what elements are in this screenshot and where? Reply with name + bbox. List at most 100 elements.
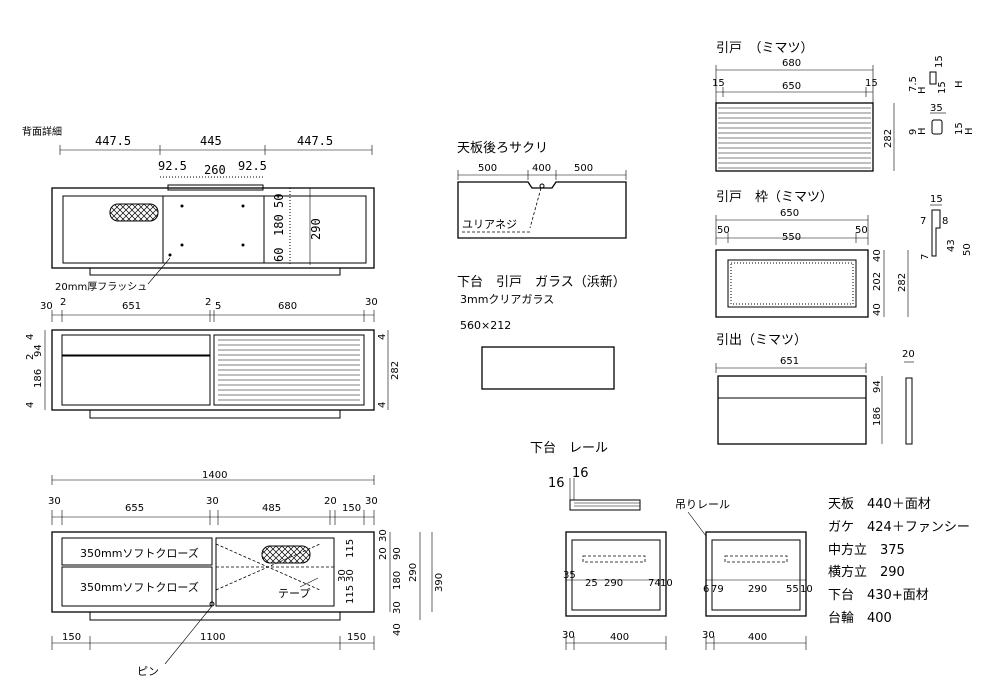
df-dim-8: 282: [897, 273, 908, 292]
plan-r-5: 115: [345, 539, 356, 558]
rail-r-5: 10: [800, 584, 813, 595]
front-r-2: 282: [390, 361, 401, 380]
front-r-3: 4: [377, 402, 388, 408]
sd-dim-2: 15: [712, 78, 725, 89]
sd-prof-5: 9: [908, 129, 919, 135]
rail-l-5: 10: [660, 578, 673, 589]
back-dim-3: 447.5: [297, 134, 333, 148]
plan-r-3: 90: [392, 547, 403, 560]
rail-r-1: 6: [703, 584, 709, 595]
sd-prof-2: 7.5: [908, 76, 919, 92]
plan-total: 1400: [202, 470, 227, 481]
front-l-3: 94: [33, 344, 44, 357]
back-r-4: 290: [309, 218, 323, 240]
front-r-1: 4: [377, 334, 388, 340]
front-view: 30 2 651 2 5 680 30 4 2 94 186 4 4 282: [25, 297, 401, 419]
front-dim-2: 2: [60, 297, 66, 308]
plan-r-8: 115: [345, 585, 356, 604]
rail-r-2: 79: [711, 584, 724, 595]
rail-l-2: 25: [585, 578, 598, 589]
sliding-door-title: 引戸 （ミマツ）: [716, 41, 814, 56]
top-board-view: 天板後ろサクリ 500 400 500 ユリアネジ: [457, 141, 627, 239]
sd-prof-h1: H: [917, 86, 928, 94]
rail-l-6: 30: [562, 630, 575, 641]
df-dim-1: 650: [780, 208, 799, 219]
rail-l-4: 74: [648, 578, 661, 589]
top-dim-2: 400: [532, 163, 551, 174]
dr-dim-2: 94: [872, 380, 883, 393]
front-dim-4: 2: [205, 297, 211, 308]
back-r-3: 60: [272, 248, 286, 262]
df-prof-2: 7: [920, 216, 926, 227]
sd-prof-h2: H: [954, 80, 965, 88]
drawer-label-1: 350mmソフトクローズ: [80, 546, 199, 560]
material-5: 下台 430+面材: [828, 588, 929, 603]
rail-r-7: 400: [748, 632, 767, 643]
sd-prof-6: 15: [954, 122, 965, 135]
sd-prof-4: 35: [930, 103, 943, 114]
door-frame-title: 引戸 枠（ミマツ）: [716, 190, 833, 205]
back-r-1: 50: [272, 194, 286, 208]
pin-label: ピン: [137, 665, 159, 678]
front-dim-7: 30: [365, 297, 378, 308]
sd-dim-5: 282: [883, 129, 894, 148]
drawer-label-2: 350mmソフトクローズ: [80, 580, 199, 594]
back-dim-1: 447.5: [95, 134, 131, 148]
rail-l-7: 400: [610, 632, 629, 643]
material-4: 横方立 290: [828, 564, 905, 580]
back-detail-title: 背面詳細: [22, 125, 62, 138]
plan-r-10: 390: [434, 573, 445, 592]
material-2: ガケ 424＋ファンシー: [828, 520, 970, 535]
rail-l-3: 290: [604, 578, 623, 589]
front-l-4: 186: [33, 369, 44, 388]
rail-r-4: 55: [786, 584, 799, 595]
glass-spec: 3mmクリアガラス: [460, 293, 554, 306]
sd-dim-3: 650: [782, 81, 801, 92]
df-dim-6: 202: [872, 272, 883, 291]
back-sub-1: 92.5: [158, 159, 187, 173]
top-board-title: 天板後ろサクリ: [457, 141, 548, 156]
drawer-front-title: 引出（ミマツ）: [716, 333, 807, 348]
materials-list: 天板 440＋面材 ガケ 424＋ファンシー 中方立 375 横方立 290 下…: [828, 497, 970, 626]
df-dim-5: 40: [872, 249, 883, 262]
front-l-2: 2: [25, 354, 36, 360]
back-dim-2: 445: [200, 134, 222, 148]
df-dim-4: 50: [855, 225, 868, 236]
plan-r-11: 30: [392, 601, 403, 614]
urea-screw-label: ユリアネジ: [462, 218, 517, 231]
handle-hatch-icon: [109, 203, 159, 222]
front-dim-1: 30: [40, 301, 53, 312]
glass-title: 下台 引戸 ガラス（浜新）: [457, 274, 626, 290]
drawer-front-view: 引出（ミマツ） 651 94 186 20: [715, 333, 915, 445]
plan-dim-1: 30: [48, 496, 61, 507]
plan-r-2: 20: [378, 547, 389, 560]
plan-dim-7: 30: [365, 496, 378, 507]
material-6: 台輪 400: [828, 610, 892, 626]
material-3: 中方立 375: [828, 542, 905, 558]
df-prof-6: 50: [962, 243, 973, 256]
back-r-2: 180: [272, 214, 286, 236]
plan-r-1: 30: [378, 529, 389, 542]
df-prof-4: 43: [946, 239, 957, 252]
plan-handle-icon: [261, 545, 311, 564]
top-dim-3: 500: [574, 163, 593, 174]
df-dim-2: 50: [717, 225, 730, 236]
door-frame-view: 引戸 枠（ミマツ） 650 50 550 50 40 202 40 282 15…: [715, 190, 973, 318]
rail-dim-2: 16: [572, 466, 589, 481]
plan-dim-6: 150: [342, 503, 361, 514]
plan-r-6: 30: [337, 569, 348, 582]
tape-label: テープ: [278, 587, 310, 600]
plan-r-12: 40: [392, 623, 403, 636]
plan-b-3: 150: [347, 632, 366, 643]
plan-r-9: 290: [408, 563, 419, 582]
dr-dim-3: 186: [872, 407, 883, 426]
df-dim-3: 550: [782, 232, 801, 243]
glass-view: 下台 引戸 ガラス（浜新） 3mmクリアガラス 560×212: [457, 274, 626, 390]
plan-r-7: 30: [345, 569, 356, 582]
rail-dim-1: 16: [548, 476, 565, 491]
front-l-5: 4: [25, 402, 36, 408]
sd-prof-1: 15: [934, 55, 945, 68]
plan-dim-2: 655: [125, 503, 144, 514]
dr-dim-1: 651: [780, 356, 799, 367]
sliding-door-view: 引戸 （ミマツ） 680 15 650 15 282 15 7.5 15 H H…: [712, 41, 975, 172]
